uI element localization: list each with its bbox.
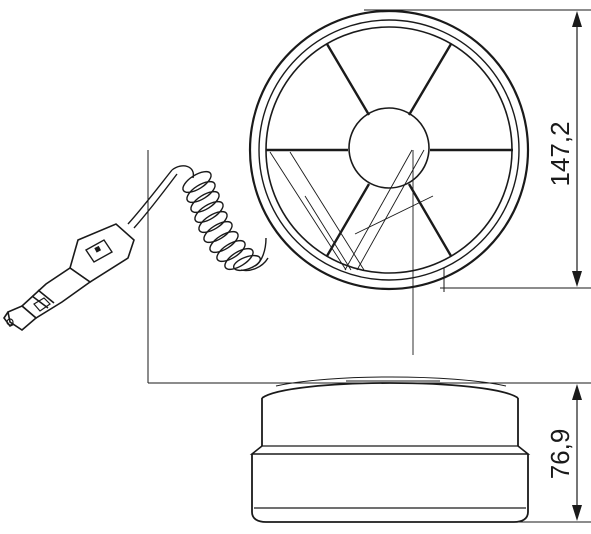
- arrow-down: [572, 505, 582, 521]
- center-dome: [348, 107, 430, 189]
- dimension-height: 76,9: [545, 384, 582, 521]
- outer-rim: [248, 9, 530, 291]
- dimension-diameter: 147,2: [545, 11, 582, 287]
- spoke-top-left: [325, 43, 371, 116]
- height-label: 76,9: [545, 429, 575, 480]
- switch-led: [94, 245, 102, 253]
- plug-head: [69, 223, 135, 283]
- arrow-up: [572, 11, 582, 27]
- arrow-up: [572, 384, 582, 400]
- construction-lines: [269, 149, 434, 355]
- cigarette-plug: [3, 223, 135, 332]
- plug-tip: [7, 305, 38, 332]
- side-view: [249, 376, 531, 523]
- arrow-down: [572, 271, 582, 287]
- plug-body: [20, 267, 92, 319]
- inner-rim: [258, 19, 520, 281]
- magnetic-base: [251, 454, 529, 523]
- spoke-bottom-left: [325, 183, 371, 257]
- top-view: [248, 9, 530, 355]
- diameter-label: 147,2: [545, 121, 575, 186]
- spoke-bottom-right: [407, 183, 453, 257]
- extension-lines: [147, 9, 591, 523]
- power-cord: [127, 165, 269, 272]
- cord-straight: [127, 169, 173, 225]
- switch-button: [84, 239, 114, 263]
- spoke-top-right: [407, 43, 453, 116]
- dome-top: [261, 382, 519, 399]
- reflector-spokes: [266, 43, 513, 257]
- coil-turns: [182, 170, 262, 272]
